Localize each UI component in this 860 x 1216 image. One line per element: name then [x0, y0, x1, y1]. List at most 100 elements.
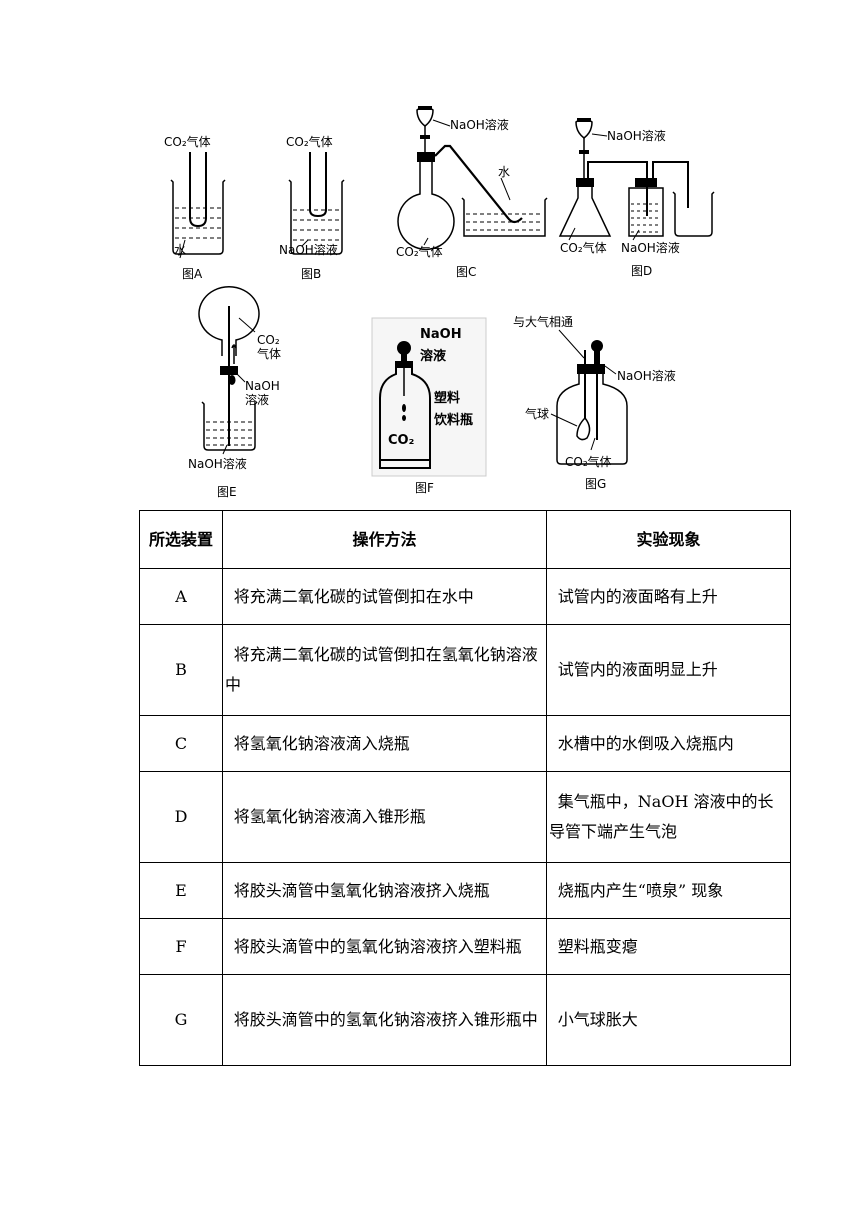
figure-b-beaker — [288, 179, 345, 255]
figure-c-trough — [461, 197, 548, 237]
figure-g-balloon-label: 气球 — [525, 406, 549, 421]
device-cell: F — [139, 918, 223, 975]
phenomenon-cell: 塑料瓶变瘪 — [546, 918, 791, 975]
figure-e-dropper-label-2: 溶液 — [245, 392, 269, 407]
figure-e-beaker-label: NaOH溶液 — [188, 456, 247, 471]
figure-e-dropper — [231, 344, 237, 364]
figure-d-conical-flask — [558, 187, 612, 237]
figure-d-bottle-stopper — [635, 178, 657, 187]
device-cell: B — [139, 624, 223, 716]
operation-cell: 将胶头滴管中氢氧化钠溶液挤入烧瓶 — [222, 862, 547, 919]
figure-g-dropper-label: NaOH溶液 — [617, 368, 676, 383]
figure-c-funnel-label: NaOH溶液 — [450, 117, 509, 132]
figure-g: 与大气相通 NaOH溶液 气球 CO₂气体 图G — [513, 314, 676, 491]
table-row: B 将充满二氧化碳的试管倒扣在氢氧化钠溶液中 试管内的液面明显上升 — [139, 624, 791, 716]
phenomenon-text: 试管内的液面略有上升 — [557, 586, 718, 606]
device-cell: C — [139, 715, 223, 772]
figure-c-delivery-tube — [434, 144, 523, 224]
figure-b-gas-label: CO₂气体 — [286, 134, 333, 149]
operation-text: 将胶头滴管中氢氧化钠溶液挤入烧瓶 — [233, 880, 490, 900]
figure-f: NaOH 溶液 塑料 饮料瓶 CO₂ 图F — [371, 317, 487, 495]
figure-d-funnel-label: NaOH溶液 — [607, 128, 666, 143]
phenomenon-cell: 集气瓶中，NaOH 溶液中的长导管下端产生气泡 — [546, 771, 791, 863]
device-cell: E — [139, 862, 223, 919]
figure-b-caption: 图B — [301, 267, 321, 281]
phenomenon-cell: 小气球胀大 — [546, 974, 791, 1066]
table-header-row: 所选装置 操作方法 实验现象 — [139, 510, 791, 569]
figure-g-bottle — [556, 374, 628, 465]
table-row: A 将充满二氧化碳的试管倒扣在水中 试管内的液面略有上升 — [139, 568, 791, 625]
table-row: G 将胶头滴管中的氢氧化钠溶液挤入锥形瓶中 小气球胀大 — [139, 974, 791, 1066]
figure-a-beaker — [170, 179, 226, 255]
phenomenon-text: 小气球胀大 — [557, 1010, 638, 1029]
figure-f-gas-label: CO₂ — [388, 433, 414, 448]
phenomenon-cell: 水槽中的水倒吸入烧瓶内 — [546, 715, 791, 772]
device-cell: G — [139, 974, 223, 1066]
figure-c-flask-label: CO₂气体 — [396, 244, 443, 259]
figure-e-caption: 图E — [217, 485, 237, 499]
figure-a-test-tube — [189, 152, 207, 228]
figure-d-tube-1 — [587, 161, 648, 216]
figure-d-stopper — [576, 178, 594, 187]
figure-c-flask — [397, 162, 455, 251]
figure-f-bottle-label-2: 饮料瓶 — [433, 412, 473, 428]
figure-e: CO₂ 气体 NaOH 溶液 NaOH溶液 图E — [188, 286, 281, 499]
figure-g-gas-label: CO₂气体 — [565, 454, 612, 469]
phenomenon-text: 试管内的液面明显上升 — [557, 660, 718, 679]
table-row: D 将氢氧化钠溶液滴入锥形瓶 集气瓶中，NaOH 溶液中的长导管下端产生气泡 — [139, 771, 791, 863]
phenomenon-text: 塑料瓶变瘪 — [557, 936, 638, 956]
figure-f-dropper-label-2: 溶液 — [420, 348, 446, 364]
figure-f-caption: 图F — [415, 481, 434, 495]
figure-b-test-tube — [309, 152, 327, 218]
figure-a-caption: 图A — [182, 267, 203, 281]
figure-c-caption: 图C — [456, 265, 476, 279]
operation-text: 将充满二氧化碳的试管倒扣在水中 — [233, 586, 474, 606]
device-cell: A — [139, 568, 223, 625]
figure-e-flask-label-2: 气体 — [257, 346, 281, 361]
figure-a: CO₂气体 水 图A — [164, 134, 226, 281]
figure-f-bottle-label-1: 塑料 — [434, 390, 460, 406]
figure-e-dropper-label-1: NaOH — [245, 379, 280, 393]
header-operation: 操作方法 — [222, 510, 547, 569]
device-cell: D — [139, 771, 223, 863]
figure-d-gas-bottle — [628, 187, 664, 237]
table-row: F 将胶头滴管中的氢氧化钠溶液挤入塑料瓶 塑料瓶变瘪 — [139, 918, 791, 975]
figure-b: CO₂气体 NaOH溶液 图B — [279, 134, 345, 281]
figure-d-bottle-label: NaOH溶液 — [621, 240, 680, 255]
figure-a-gas-label: CO₂气体 — [164, 134, 211, 149]
phenomenon-text: 水槽中的水倒吸入烧瓶内 — [557, 733, 734, 753]
figure-d-caption: 图D — [631, 264, 652, 278]
figure-g-balloon — [576, 416, 591, 441]
figure-g-stopper — [577, 364, 605, 374]
figure-g-vent-label: 与大气相通 — [513, 314, 573, 329]
operation-text: 将充满二氧化碳的试管倒扣在氢氧化钠溶液中 — [225, 645, 538, 694]
operation-text: 将胶头滴管中的氢氧化钠溶液挤入锥形瓶中 — [233, 1010, 538, 1029]
operation-text: 将胶头滴管中的氢氧化钠溶液挤入塑料瓶 — [233, 936, 522, 956]
figure-f-plastic-bottle — [379, 361, 431, 469]
figure-e-flask-label-1: CO₂ — [257, 333, 280, 347]
phenomenon-cell: 烧瓶内产生“喷泉” 现象 — [546, 862, 791, 919]
figure-g-caption: 图G — [585, 477, 606, 491]
figure-e-round-flask — [198, 286, 260, 356]
operation-cell: 将充满二氧化碳的试管倒扣在氢氧化钠溶液中 — [222, 624, 547, 716]
table-row: C 将氢氧化钠溶液滴入烧瓶 水槽中的水倒吸入烧瓶内 — [139, 715, 791, 772]
phenomenon-text: 集气瓶中，NaOH 溶液中的长导管下端产生气泡 — [549, 792, 774, 841]
figure-e-stopper — [220, 366, 238, 375]
phenomenon-cell: 试管内的液面明显上升 — [546, 624, 791, 716]
operation-cell: 将胶头滴管中的氢氧化钠溶液挤入塑料瓶 — [222, 918, 547, 975]
figure-e-beaker — [201, 401, 258, 451]
operation-cell: 将充满二氧化碳的试管倒扣在水中 — [222, 568, 547, 625]
operation-text: 将氢氧化钠溶液滴入烧瓶 — [233, 733, 410, 753]
operation-cell: 将胶头滴管中的氢氧化钠溶液挤入锥形瓶中 — [222, 974, 547, 1066]
figure-d-flask-label: CO₂气体 — [560, 240, 607, 255]
operation-text: 将氢氧化钠溶液滴入锥形瓶 — [233, 807, 426, 826]
figure-d-tube-2 — [652, 161, 689, 208]
figure-f-dropper-label-1: NaOH — [420, 327, 462, 342]
figure-c-trough-label: 水 — [498, 165, 510, 179]
header-device: 所选装置 — [139, 510, 223, 569]
figure-d-beaker — [672, 191, 715, 237]
operation-cell: 将氢氧化钠溶液滴入锥形瓶 — [222, 771, 547, 863]
experiment-table: 所选装置 操作方法 实验现象 A 将充满二氧化碳的试管倒扣在水中 试管内的液面略… — [139, 510, 791, 1066]
operation-cell: 将氢氧化钠溶液滴入烧瓶 — [222, 715, 547, 772]
header-phenomenon: 实验现象 — [546, 510, 791, 569]
